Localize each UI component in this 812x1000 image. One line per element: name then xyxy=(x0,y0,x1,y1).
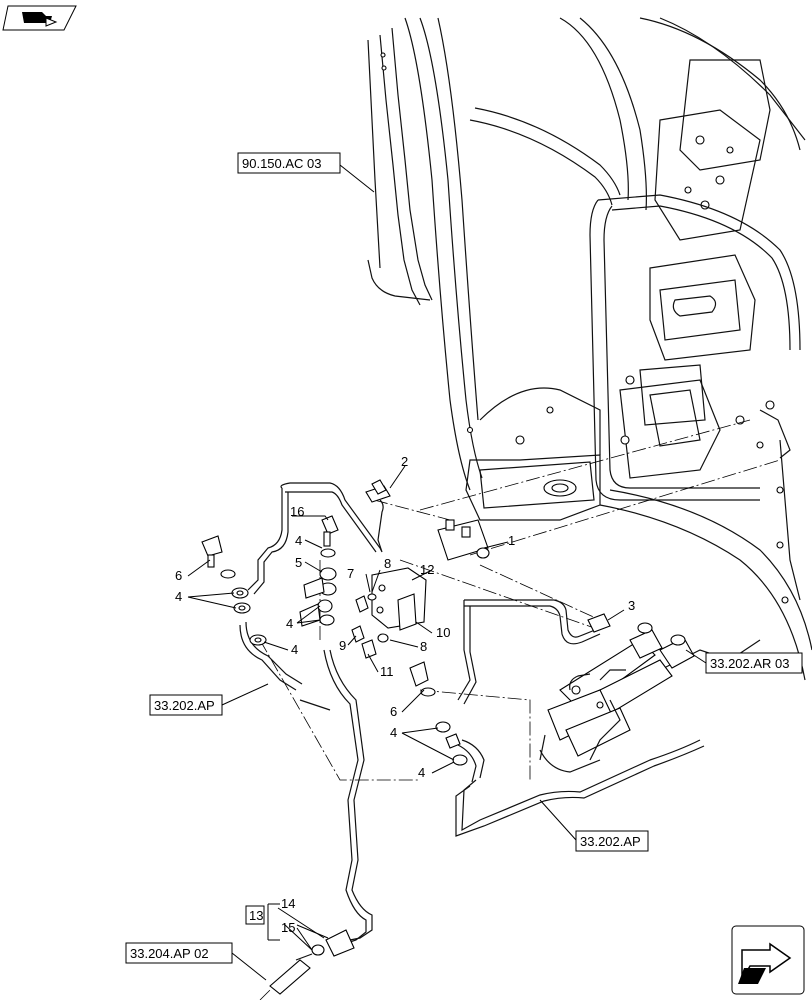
callout-9: 9 xyxy=(339,638,346,653)
ref-box-90150 xyxy=(237,152,341,174)
vehicle-view-icon xyxy=(2,5,77,31)
callout-13-box xyxy=(245,905,265,925)
orientation-arrow-icon xyxy=(731,925,805,995)
callout-16: 16 xyxy=(290,504,304,519)
callout-6b: 6 xyxy=(390,704,397,719)
callouts: 1 2 3 16 4 5 6 4 4 4 7 8 12 10 9 8 11 6 … xyxy=(175,454,635,935)
ref-box-33202ap-left xyxy=(149,694,223,716)
fittings xyxy=(201,479,611,1000)
leader-lines xyxy=(187,164,707,981)
reference-boxes: 90.150.AC 03 33.202.AP 33.202.AR 03 33.2… xyxy=(125,152,803,964)
callout-4a: 4 xyxy=(295,533,302,548)
callout-11: 11 xyxy=(380,664,394,679)
callout-2: 2 xyxy=(401,454,408,469)
ref-90150: 90.150.AC 03 xyxy=(242,156,322,171)
callout-8b: 8 xyxy=(420,639,427,654)
callout-4e: 4 xyxy=(390,725,397,740)
assembly-lines xyxy=(259,419,781,781)
callout-3: 3 xyxy=(628,598,635,613)
callout-10: 10 xyxy=(436,625,450,640)
callout-4c: 4 xyxy=(286,616,293,631)
ref-box-33202ap-bottom xyxy=(575,830,649,852)
callout-8a: 8 xyxy=(384,556,391,571)
callout-4f: 4 xyxy=(418,765,425,780)
ref-33202ar: 33.202.AR 03 xyxy=(710,656,790,671)
callout-14: 14 xyxy=(281,896,295,911)
brake-pipes xyxy=(239,482,761,947)
callout-6a: 6 xyxy=(175,568,182,583)
ref-33204ap: 33.204.AP 02 xyxy=(130,946,209,961)
callout-4d: 4 xyxy=(291,642,298,657)
ref-box-33204ap xyxy=(125,942,233,964)
callout-7: 7 xyxy=(347,566,354,581)
ref-33202ap-bottom: 33.202.AP xyxy=(580,834,641,849)
callout-1: 1 xyxy=(508,533,515,548)
callout-5: 5 xyxy=(295,555,302,570)
callout-12: 12 xyxy=(420,562,434,577)
ref-33202ap-left: 33.202.AP xyxy=(154,698,215,713)
callout-15: 15 xyxy=(281,920,295,935)
ref-box-33202ar xyxy=(705,652,803,674)
callout-13: 13 xyxy=(249,908,263,923)
cab-structure xyxy=(367,17,812,681)
master-cylinders xyxy=(539,622,695,773)
callout-4b: 4 xyxy=(175,589,182,604)
